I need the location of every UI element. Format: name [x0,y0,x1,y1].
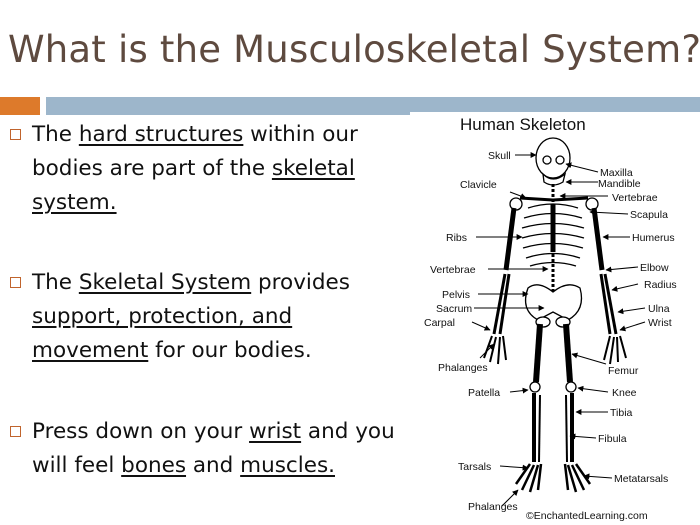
bullet-square-icon [10,426,21,437]
label-tarsals: Tarsals [458,461,491,473]
skeleton-labels: Skull Maxilla Mandible Clavicle Vertebra… [424,150,677,513]
label-ribs: Ribs [446,232,467,244]
label-skull: Skull [488,150,511,162]
skeleton-figure [483,137,627,493]
label-pelvis: Pelvis [442,289,470,301]
underlined-term: muscles. [240,453,335,478]
text-run: within our bodies are part of the [32,122,358,181]
text-run: provides [251,270,350,295]
label-tibia: Tibia [610,407,633,419]
bullet-text: The hard structures within our bodies ar… [32,118,402,220]
label-humerus: Humerus [632,232,675,244]
text-run: The [32,122,79,147]
label-leaders [471,152,646,507]
label-carpal: Carpal [424,317,455,329]
text-run: The [32,270,79,295]
underlined-term: Skeletal System [78,270,252,295]
underlined-term: hard structures [78,122,244,147]
underlined-term: wrist [249,419,302,444]
text-run: Press down on your [32,419,250,444]
underlined-term: bones [121,453,187,478]
label-knee: Knee [612,387,637,399]
credit-text: ©EnchantedLearning.com [526,510,648,522]
label-clavicle: Clavicle [460,179,497,191]
bullet-square-icon [10,277,21,288]
label-scapula: Scapula [630,209,668,221]
human-skeleton-diagram: Human Skeleton [410,112,700,525]
label-mandible: Mandible [598,178,641,190]
underlined-term: skeletal system. [32,156,355,215]
label-radius: Radius [644,279,677,291]
text-run: and [186,453,241,478]
text-run: and you will feel [32,419,395,478]
underlined-term: support, protection, and movement [32,304,293,363]
label-femur: Femur [608,365,639,377]
text-run: for our bodies. [148,338,312,363]
label-elbow: Elbow [640,262,669,274]
accent-bar-orange [0,97,40,115]
label-fibula: Fibula [598,433,627,445]
label-vertebrae-left: Vertebrae [430,264,476,276]
label-phalanges-hand: Phalanges [438,362,488,374]
label-wrist: Wrist [648,317,672,329]
label-metatarsals: Metatarsals [614,473,668,485]
bullet-text: Press down on your wrist and you will fe… [32,415,402,483]
bullet-text: The Skeletal System provides support, pr… [32,266,402,368]
bullet-square-icon [10,129,21,140]
label-phalanges-foot: Phalanges [468,501,518,513]
accent-bar-blue [46,97,700,115]
slide-title: What is the Musculoskeletal System? [8,28,700,71]
label-sacrum: Sacrum [436,303,472,315]
label-maxilla: Maxilla [600,167,633,179]
diagram-title: Human Skeleton [460,115,586,134]
label-ulna: Ulna [648,303,670,315]
label-patella: Patella [468,387,500,399]
label-vertebrae-right: Vertebrae [612,192,658,204]
